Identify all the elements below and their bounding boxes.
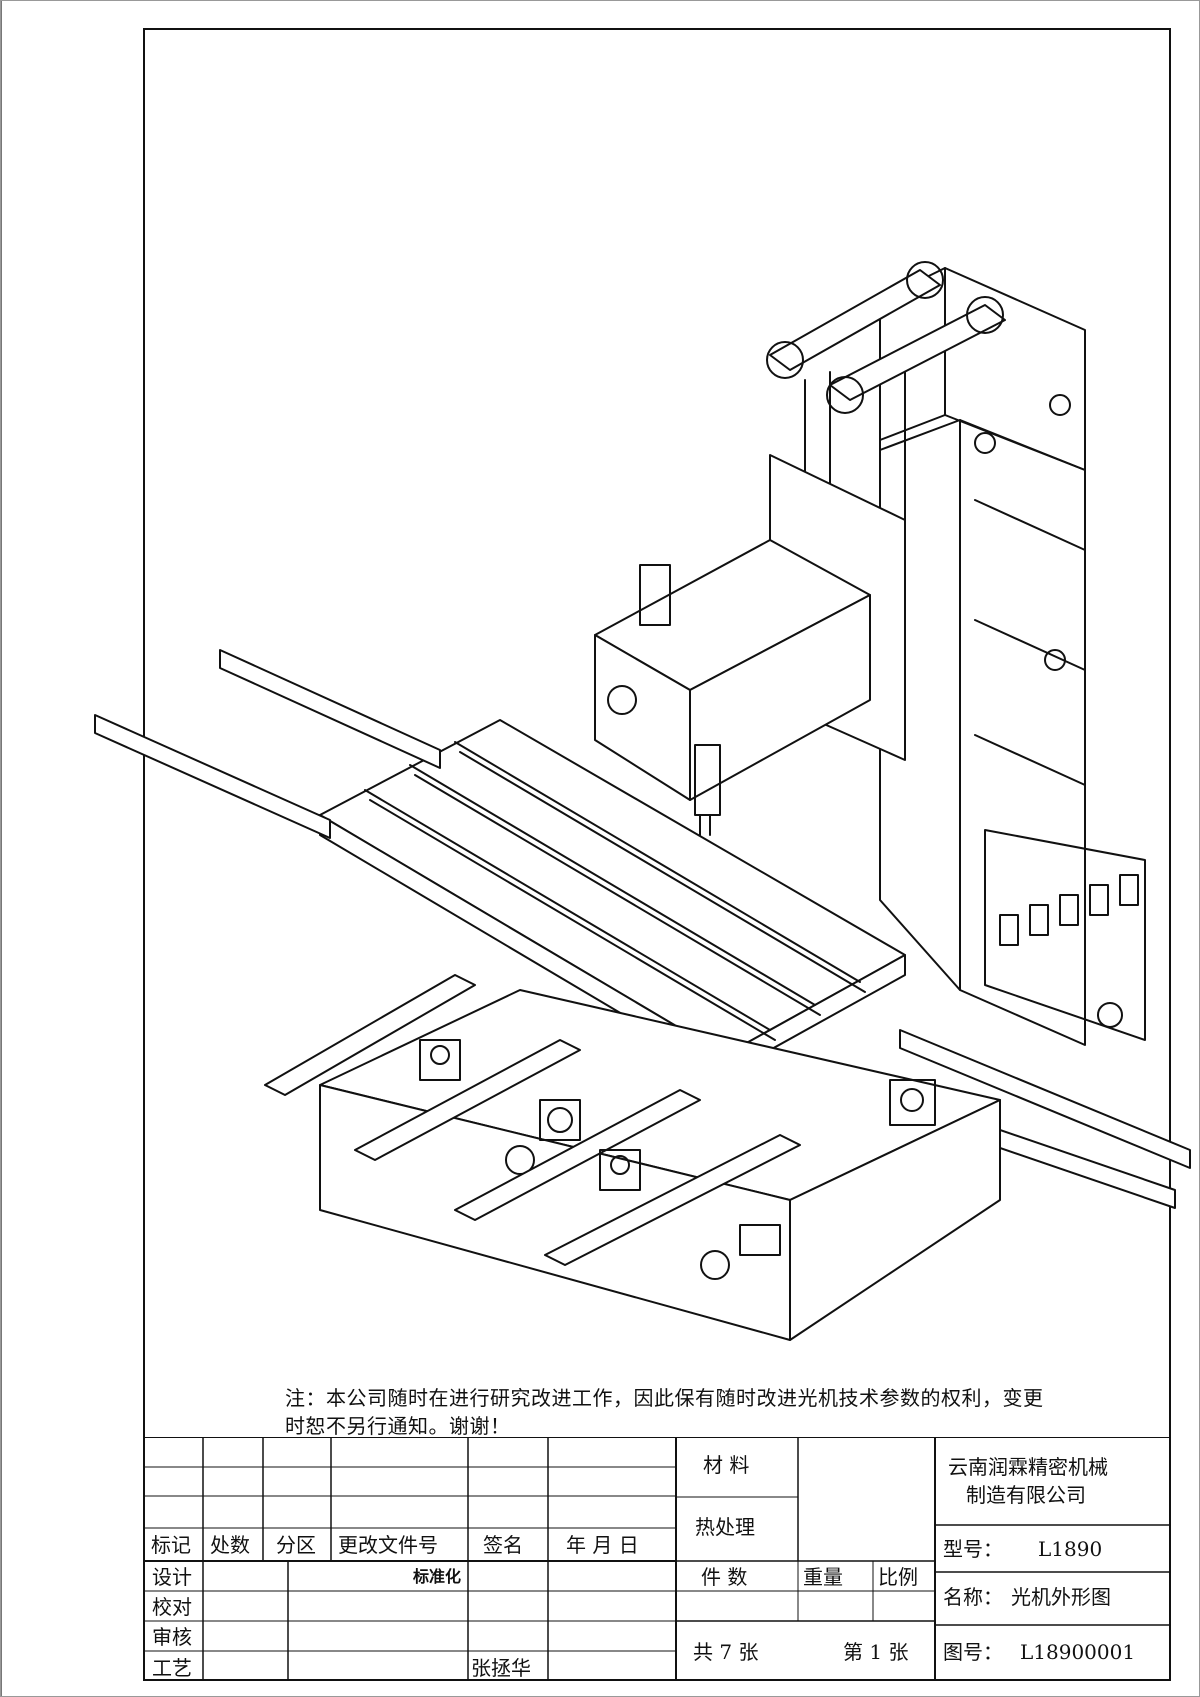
role-review: 审核	[152, 1625, 192, 1649]
role-process: 工艺	[152, 1656, 192, 1680]
revision-header-date: 年 月 日	[566, 1533, 639, 1557]
name-value: 光机外形图	[1011, 1585, 1111, 1609]
role-design: 设计	[152, 1565, 192, 1589]
model-value: L1890	[1038, 1537, 1103, 1561]
revision-header-zone: 分区	[276, 1533, 316, 1557]
revision-header-mark: 标记	[151, 1533, 191, 1557]
role-check: 校对	[152, 1595, 192, 1619]
z-axis-rails	[766, 261, 1006, 641]
note-line-2: 时恕不另行通知。谢谢！	[285, 1414, 511, 1438]
sheets-total: 共 7 张	[693, 1640, 759, 1664]
column	[879, 267, 1146, 1046]
worktable	[319, 719, 906, 1076]
company-name-line-1: 云南润霖精密机械	[948, 1455, 1108, 1479]
title-block: 材 料 热处理 云南润霖精密机械 制造有限公司 型号： L1890 名称： 光机…	[143, 1437, 1171, 1681]
company-name-line-2: 制造有限公司	[966, 1483, 1086, 1507]
name-label: 名称：	[943, 1585, 1003, 1609]
weight-label: 重量	[803, 1565, 843, 1589]
drawing-number-label: 图号：	[943, 1640, 1003, 1664]
y-axis-rails	[264, 974, 936, 1266]
revision-header-signature: 签名	[483, 1533, 523, 1557]
signer-name: 张拯华	[471, 1656, 531, 1680]
spindle-head	[594, 454, 906, 836]
heat-treatment-label: 热处理	[695, 1515, 755, 1539]
standardization-label: 标准化	[413, 1567, 462, 1586]
left-edge-line	[0, 0, 2, 1697]
sheet-number: 第 1 张	[843, 1640, 909, 1664]
revision-header-change-doc: 更改文件号	[338, 1533, 438, 1557]
materials-label: 材 料	[703, 1453, 750, 1477]
machine-base	[319, 989, 1001, 1341]
scale-label: 比例	[878, 1565, 918, 1589]
note-line-1: 注：本公司随时在进行研究改进工作，因此保有随时改进光机技术参数的权利，变更	[285, 1386, 1044, 1410]
model-label: 型号：	[943, 1537, 1003, 1561]
quantity-label: 件 数	[701, 1565, 748, 1589]
revision-header-count: 处数	[210, 1533, 250, 1557]
drawing-number-value: L18900001	[1020, 1640, 1136, 1664]
title-block-grid	[143, 1437, 1171, 1681]
